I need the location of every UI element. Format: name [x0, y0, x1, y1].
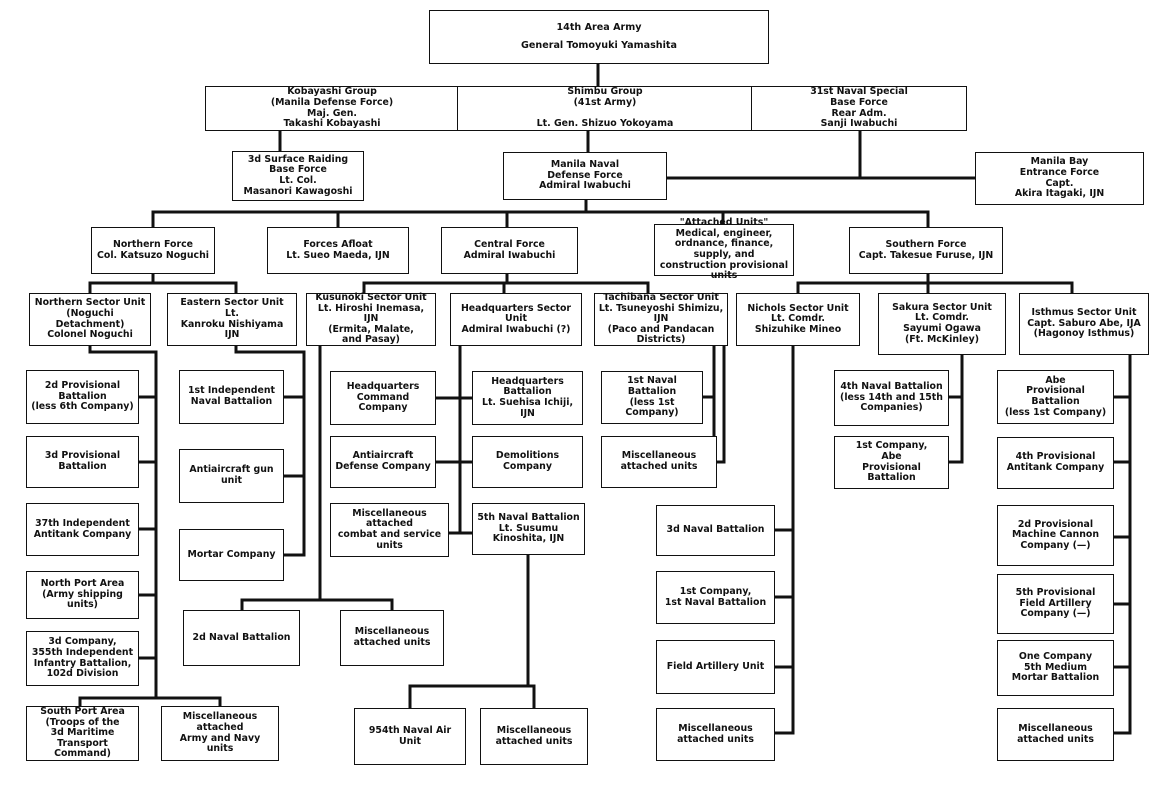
node-shimbu-group: Shimbu Group (41st Army) Lt. Gen. Shizuo…	[457, 86, 753, 131]
node-1st-company-abe: 1st Company, Abe Provisional Battalion	[834, 436, 949, 489]
node-northern-force: Northern Force Col. Katsuzo Noguchi	[91, 227, 215, 274]
node-kusunoki-sector-unit: Kusunoki Sector Unit Lt. Hiroshi Inemasa…	[306, 292, 436, 346]
node-kusunoki-misc-units: Miscellaneous attached units	[340, 610, 444, 666]
node-isthmus-sector-unit: Isthmus Sector Unit Capt. Saburo Abe, IJ…	[1019, 293, 1149, 355]
node-central-force: Central Force Admiral Iwabuchi	[441, 227, 578, 274]
node-headquarters-command-company: Headquarters Command Company	[330, 371, 436, 425]
node-demolitions-company: Demolitions Company	[472, 436, 583, 488]
node-3d-company-355th: 3d Company, 355th Independent Infantry B…	[26, 631, 139, 686]
node-antiaircraft-gun-unit: Antiaircraft gun unit	[179, 449, 284, 503]
node-attached-units: "Attached Units" Medical, engineer, ordn…	[654, 218, 794, 281]
node-central-misc-units: Miscellaneous attached units	[480, 708, 588, 765]
node-misc-combat-service-units: Miscellaneous attached combat and servic…	[330, 503, 449, 557]
node-31st-naval-special-base-force: 31st Naval Special Base Force Rear Adm. …	[751, 86, 967, 131]
node-manila-naval-defense-force: Manila Naval Defense Force Admiral Iwabu…	[503, 152, 667, 200]
node-14th-area-army: 14th Area Army General Tomoyuki Yamashit…	[429, 10, 769, 64]
node-headquarters-sector-unit: Headquarters Sector Unit Admiral Iwabuch…	[450, 293, 582, 346]
node-field-artillery-unit: Field Artillery Unit	[656, 640, 775, 694]
node-3d-naval-battalion: 3d Naval Battalion	[656, 505, 775, 556]
node-misc-army-navy-units: Miscellaneous attached Army and Navy uni…	[161, 706, 279, 761]
node-1st-company-1st-naval-battalion: 1st Company, 1st Naval Battalion	[656, 571, 775, 624]
node-2d-provisional-machine-cannon: 2d Provisional Machine Cannon Company (—…	[997, 505, 1114, 566]
node-eastern-sector-unit: Eastern Sector Unit Lt. Kanroku Nishiyam…	[167, 293, 297, 346]
node-nichols-misc-units: Miscellaneous attached units	[656, 708, 775, 761]
node-antiaircraft-defense-company: Antiaircraft Defense Company	[330, 436, 436, 488]
node-5th-provisional-field-artillery: 5th Provisional Field Artillery Company …	[997, 574, 1114, 634]
node-north-port-area: North Port Area (Army shipping units)	[26, 571, 139, 619]
node-abe-provisional-battalion: Abe Provisional Battalion (less 1st Comp…	[997, 370, 1114, 424]
node-sakura-sector-unit: Sakura Sector Unit Lt. Comdr. Sayumi Oga…	[878, 293, 1006, 355]
node-kobayashi-group: Kobayashi Group (Manila Defense Force) M…	[205, 86, 459, 131]
node-mortar-company: Mortar Company	[179, 529, 284, 581]
node-northern-sector-unit: Northern Sector Unit (Noguchi Detachment…	[29, 293, 151, 346]
node-1st-naval-battalion: 1st Naval Battalion (less 1st Company)	[601, 371, 703, 424]
node-2d-provisional-battalion: 2d Provisional Battalion (less 6th Compa…	[26, 370, 139, 424]
node-37th-independent-antitank-company: 37th Independent Antitank Company	[26, 503, 139, 556]
node-southern-force: Southern Force Capt. Takesue Furuse, IJN	[849, 227, 1003, 274]
node-one-company-5th-medium-mortar: One Company 5th Medium Mortar Battalion	[997, 640, 1114, 696]
node-4th-naval-battalion: 4th Naval Battalion (less 14th and 15th …	[834, 370, 949, 426]
node-3d-provisional-battalion: 3d Provisional Battalion	[26, 436, 139, 488]
node-nichols-sector-unit: Nichols Sector Unit Lt. Comdr. Shizuhike…	[736, 293, 860, 346]
node-3d-surface-raiding-base-force: 3d Surface Raiding Base Force Lt. Col. M…	[232, 151, 364, 201]
node-1st-independent-naval-battalion: 1st Independent Naval Battalion	[179, 370, 284, 424]
node-954th-naval-air-unit: 954th Naval Air Unit	[354, 708, 466, 765]
node-tachibana-misc-units: Miscellaneous attached units	[601, 436, 717, 488]
node-5th-naval-battalion: 5th Naval Battalion Lt. Susumu Kinoshita…	[472, 503, 585, 555]
node-forces-afloat: Forces Afloat Lt. Sueo Maeda, IJN	[267, 227, 409, 274]
node-tachibana-sector-unit: Tachibana Sector Unit Lt. Tsuneyoshi Shi…	[594, 292, 728, 346]
node-manila-bay-entrance-force: Manila Bay Entrance Force Capt. Akira It…	[975, 152, 1144, 205]
node-isthmus-misc-units: Miscellaneous attached units	[997, 708, 1114, 761]
node-south-port-area: South Port Area (Troops of the 3d Mariti…	[26, 706, 139, 761]
node-2d-naval-battalion: 2d Naval Battalion	[183, 610, 300, 666]
node-4th-provisional-antitank-company: 4th Provisional Antitank Company	[997, 437, 1114, 489]
node-headquarters-battalion: Headquarters Battalion Lt. Suehisa Ichij…	[472, 371, 583, 425]
